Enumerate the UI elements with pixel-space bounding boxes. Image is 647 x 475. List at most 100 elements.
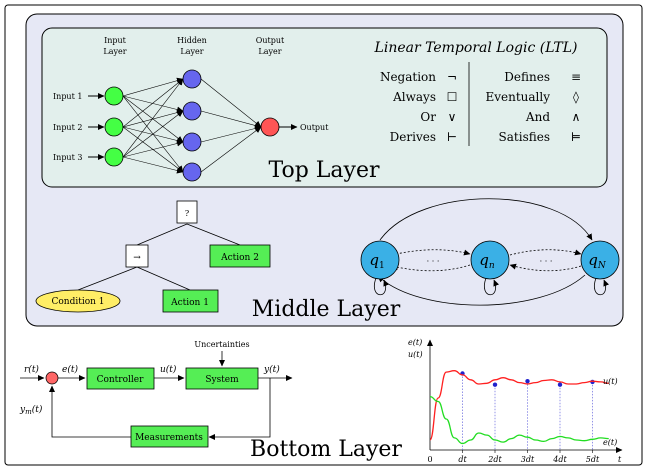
automaton: · · · · · · q1 qn qN (360, 198, 620, 306)
chart-series-labels: u(t) e(t) (603, 377, 618, 447)
input-node-1 (104, 86, 124, 106)
sample-point-2 (492, 382, 498, 387)
dots-right: · · · (540, 257, 553, 266)
measured-output-label: ym(t) (19, 404, 43, 416)
nn-edge-in3-h2 (122, 110, 184, 158)
input-2-label: Input 2 (53, 123, 82, 132)
bt-sequence-symbol: → (133, 253, 141, 263)
top-layer-panel (41, 27, 608, 188)
feedback-line-right (208, 378, 271, 440)
x-tick-label-5: 5dt (586, 455, 600, 464)
bt-action2-label: Action 2 (220, 253, 259, 263)
self-loop-qN (594, 277, 610, 296)
sample-point-4 (557, 382, 563, 387)
system-block (185, 367, 259, 390)
chart-series (429, 370, 609, 445)
control-loop: r(t) e(t) Controller u(t) Uncertainties … (19, 340, 293, 448)
behavior-tree: ? → Action 2 Condition 1 Action 1 (35, 200, 271, 313)
bottom-layer-label: Bottom Layer (250, 437, 402, 462)
hidden-node-1 (182, 69, 202, 89)
ltl-and-symbol: ∧ (572, 110, 581, 124)
summing-junction (45, 371, 59, 385)
hidden-layer-header-2: Layer (180, 47, 203, 56)
ltl-eventually-label: Eventually (485, 90, 550, 104)
edge-qN-to-qn (509, 263, 582, 272)
self-loop-q1 (374, 277, 390, 296)
x-tick-label-1: dt (458, 455, 467, 464)
sample-point-3 (525, 379, 530, 384)
bt-sequence-node (125, 244, 149, 268)
uncertainties-label: Uncertainties (194, 340, 249, 349)
ltl-defines-symbol: ≡ (571, 70, 581, 84)
nn-edge-h3-out (200, 125, 262, 143)
output-layer-header-1: Output (256, 36, 285, 45)
output-label: Output (300, 123, 329, 132)
nn-edge-in2-h3 (122, 126, 184, 144)
state-q1 (360, 240, 400, 280)
ltl-derives-symbol: ⊢ (447, 130, 457, 144)
bt-edge-seq-cond (77, 266, 138, 291)
middle-layer-label: Middle Layer (252, 297, 401, 322)
hidden-node-3 (182, 132, 202, 152)
output-signal-label: y(t) (263, 364, 280, 375)
state-qN (580, 240, 620, 280)
series-label-u: u(t) (603, 377, 618, 386)
hidden-node-4 (182, 162, 202, 182)
state-qn-label: qn (479, 251, 495, 271)
error-signal-label: e(t) (62, 364, 78, 375)
ltl-eventually-symbol: ◊ (573, 90, 579, 104)
input-node-2 (104, 117, 124, 137)
nn-edge-in2-h1 (122, 78, 184, 128)
measurements-label: Measurements (135, 433, 203, 443)
ltl-always-label: Always (392, 90, 436, 104)
output-node (260, 117, 280, 137)
output-layer-header-2: Layer (258, 47, 281, 56)
measurements-block (130, 425, 209, 448)
control-signal-label: u(t) (160, 364, 177, 375)
series-label-e: e(t) (603, 438, 617, 447)
bt-condition1-node (35, 289, 121, 313)
feedback-line-left (49, 385, 131, 438)
bt-root-node (176, 200, 198, 224)
neural-network: Input Layer Hidden Layer Output Layer In… (53, 36, 329, 182)
input-layer-header-2: Layer (103, 47, 126, 56)
hidden-layer-header-1: Hidden (177, 36, 207, 45)
system-label: System (205, 375, 239, 385)
input-3-label: Input 3 (53, 153, 82, 162)
bt-edge-seq-action1 (136, 266, 191, 291)
ref-signal-label: r(t) (24, 364, 39, 375)
ltl-always-symbol: ☐ (447, 90, 458, 104)
nn-connections (122, 77, 262, 174)
bt-root-symbol: ? (185, 209, 189, 218)
nn-edge-in3-h3 (122, 140, 184, 158)
input-node-3 (104, 147, 124, 167)
nn-edge-in1-h1 (122, 77, 184, 97)
nn-edge-h4-out (200, 126, 262, 173)
nn-edge-h1-out (200, 78, 262, 128)
self-loop-qn (484, 277, 500, 296)
ltl-defines-label: Defines (504, 70, 550, 84)
series-line-u (429, 370, 609, 441)
input-1-label: Input 1 (53, 92, 82, 101)
chart-x-label: t (618, 455, 622, 464)
bt-action1-node (162, 289, 219, 313)
bt-condition1-label: Condition 1 (51, 297, 104, 307)
nn-edge-in1-h2 (122, 95, 184, 113)
controller-label: Controller (97, 375, 145, 385)
ltl-satisfies-label: Satisfies (499, 130, 550, 144)
top-layer-label: Top Layer (269, 158, 380, 183)
controller-block (86, 367, 155, 390)
nn-edge-in2-h2 (122, 109, 184, 128)
ltl-negation-symbol: ¬ (447, 70, 457, 84)
x-tick-label-2: 2dt (487, 455, 502, 464)
edge-qn-to-q1 (391, 264, 471, 272)
bt-edge-root-action2 (186, 223, 241, 246)
ltl-satisfies-symbol: ⊨ (571, 130, 581, 144)
chart-y-label-u: u(t) (408, 350, 423, 359)
input-layer-header-1: Input (104, 36, 127, 45)
state-qn (470, 240, 510, 280)
hidden-node-2 (182, 101, 202, 121)
